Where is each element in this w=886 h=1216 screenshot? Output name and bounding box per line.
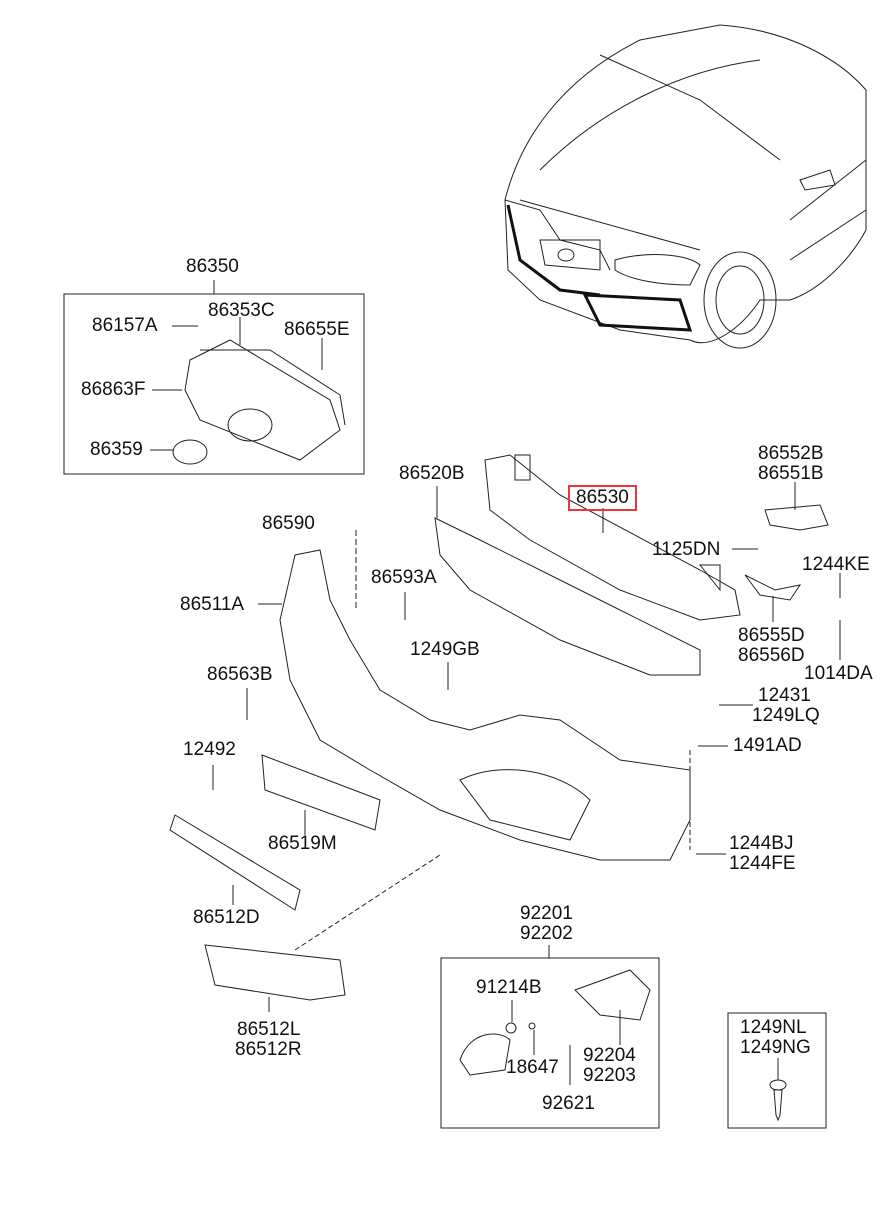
part-label-1249LQ[interactable]: 1249LQ — [752, 705, 820, 726]
part-label-86157A[interactable]: 86157A — [92, 315, 158, 336]
part-label-1244KE[interactable]: 1244KE — [802, 554, 870, 575]
part-label-86530-highlighted[interactable]: 86530 — [568, 485, 637, 511]
grille-assembly-group — [63, 280, 365, 475]
bumper-beam-part — [484, 454, 741, 621]
part-label-1491AD[interactable]: 1491AD — [733, 735, 802, 756]
part-label-86563B[interactable]: 86563B — [207, 664, 273, 685]
part-label-86350[interactable]: 86350 — [186, 256, 239, 277]
part-label-86590[interactable]: 86590 — [262, 513, 315, 534]
part-label-12492[interactable]: 12492 — [183, 739, 236, 760]
part-label-86863F[interactable]: 86863F — [81, 379, 146, 400]
part-label-92204[interactable]: 92204 — [583, 1045, 636, 1066]
part-label-86512D[interactable]: 86512D — [193, 907, 260, 928]
part-label-86556D[interactable]: 86556D — [738, 645, 805, 666]
part-label-92201[interactable]: 92201 — [520, 903, 573, 924]
part-label-86593A[interactable]: 86593A — [371, 567, 437, 588]
part-label-1249NG[interactable]: 1249NG — [740, 1037, 811, 1058]
part-label-1125DN[interactable]: 1125DN — [652, 539, 721, 560]
car-overview-illustration — [504, 24, 867, 349]
fog-lamp-assembly-group — [440, 945, 660, 1129]
part-label-86551B[interactable]: 86551B — [758, 463, 824, 484]
part-label-86519M[interactable]: 86519M — [268, 833, 337, 854]
part-label-91214B[interactable]: 91214B — [476, 977, 542, 998]
lower-grille-parts — [169, 688, 753, 1012]
part-label-86555D[interactable]: 86555D — [738, 625, 805, 646]
part-label-1014DA[interactable]: 1014DA — [804, 663, 873, 684]
part-label-86353C[interactable]: 86353C — [208, 300, 275, 321]
part-label-1249GB[interactable]: 1249GB — [410, 639, 480, 660]
part-label-86511A[interactable]: 86511A — [180, 594, 245, 615]
bracket-part — [732, 482, 841, 660]
part-label-86520B[interactable]: 86520B — [399, 463, 465, 484]
part-label-1249NL[interactable]: 1249NL — [740, 1017, 807, 1038]
part-label-86512R[interactable]: 86512R — [235, 1039, 302, 1060]
part-label-92202[interactable]: 92202 — [520, 923, 573, 944]
part-label-1244BJ[interactable]: 1244BJ — [729, 833, 794, 854]
part-label-92203[interactable]: 92203 — [583, 1065, 636, 1086]
part-label-1244FE[interactable]: 1244FE — [729, 853, 796, 874]
screw-group — [727, 1012, 827, 1129]
part-label-86512L[interactable]: 86512L — [237, 1019, 301, 1040]
part-label-86655E[interactable]: 86655E — [284, 319, 350, 340]
part-label-92621[interactable]: 92621 — [542, 1093, 595, 1114]
part-label-12431[interactable]: 12431 — [758, 685, 811, 706]
part-label-86359[interactable]: 86359 — [90, 439, 143, 460]
energy-absorber-part — [434, 486, 701, 676]
part-label-86552B[interactable]: 86552B — [758, 443, 824, 464]
part-label-18647[interactable]: 18647 — [506, 1057, 559, 1078]
